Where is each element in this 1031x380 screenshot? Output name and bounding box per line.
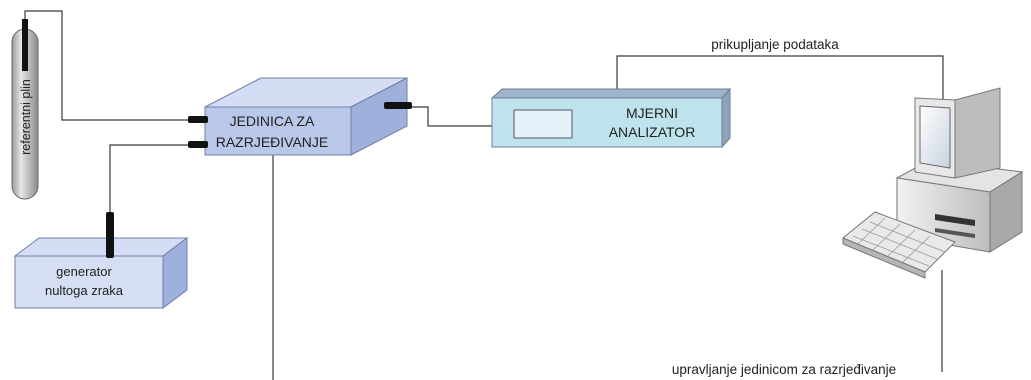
reference-gas-label: referentni plin [19, 79, 33, 155]
dilution-unit-front [204, 106, 352, 156]
outlet-connector [384, 102, 412, 109]
zero-air-outlet-connector [106, 212, 114, 258]
zero-air-line [109, 144, 190, 232]
zero-air-generator-front [14, 255, 164, 309]
drive-bay [935, 214, 975, 226]
reference-gas-inlet-connector [188, 116, 208, 123]
dilution-unit: JEDINICA ZA RAZRJEĐIVANJE [188, 77, 412, 156]
zero-air-label-line2: nultoga zraka [45, 283, 124, 298]
monitor-screen [919, 105, 951, 169]
computer-icon [842, 87, 1024, 279]
analyzer-top [490, 88, 732, 99]
reference-gas-line [24, 10, 190, 121]
zero-air-label-line1: generator [56, 264, 112, 279]
analyzer-label-line1: MJERNI [626, 105, 678, 121]
analyzer-label-line2: ANALIZATOR [609, 124, 696, 140]
zero-air-inlet-connector [188, 141, 208, 148]
cylinder-valve [22, 19, 28, 71]
computer-case-side [989, 171, 1023, 253]
dilution-unit-label-line2: RAZRJEĐIVANJE [216, 134, 329, 150]
keyboard-keys [852, 217, 946, 267]
zero-air-generator-top [13, 237, 189, 257]
keyboard-edge [842, 237, 926, 279]
analyzer-display [513, 109, 573, 139]
data-collection-label: prikupljanje podataka [711, 37, 839, 52]
drive-bay-2 [935, 228, 975, 238]
zero-air-generator: generator nultoga zraka [13, 212, 189, 309]
analyzer-side [721, 87, 731, 149]
data-collection-line [616, 55, 944, 100]
connection-lines [24, 10, 944, 380]
unit-control-label: upravljanje jedinicom za razrjeđivanje [672, 362, 896, 377]
monitor-back [954, 87, 1001, 179]
dilution-unit-label-line1: JEDINICA ZA [230, 113, 315, 129]
unit-to-analyzer-line [410, 106, 492, 127]
reference-gas-cylinder: referentni plin [11, 19, 39, 200]
measuring-analyzer: MJERNI ANALIZATOR [490, 87, 732, 149]
